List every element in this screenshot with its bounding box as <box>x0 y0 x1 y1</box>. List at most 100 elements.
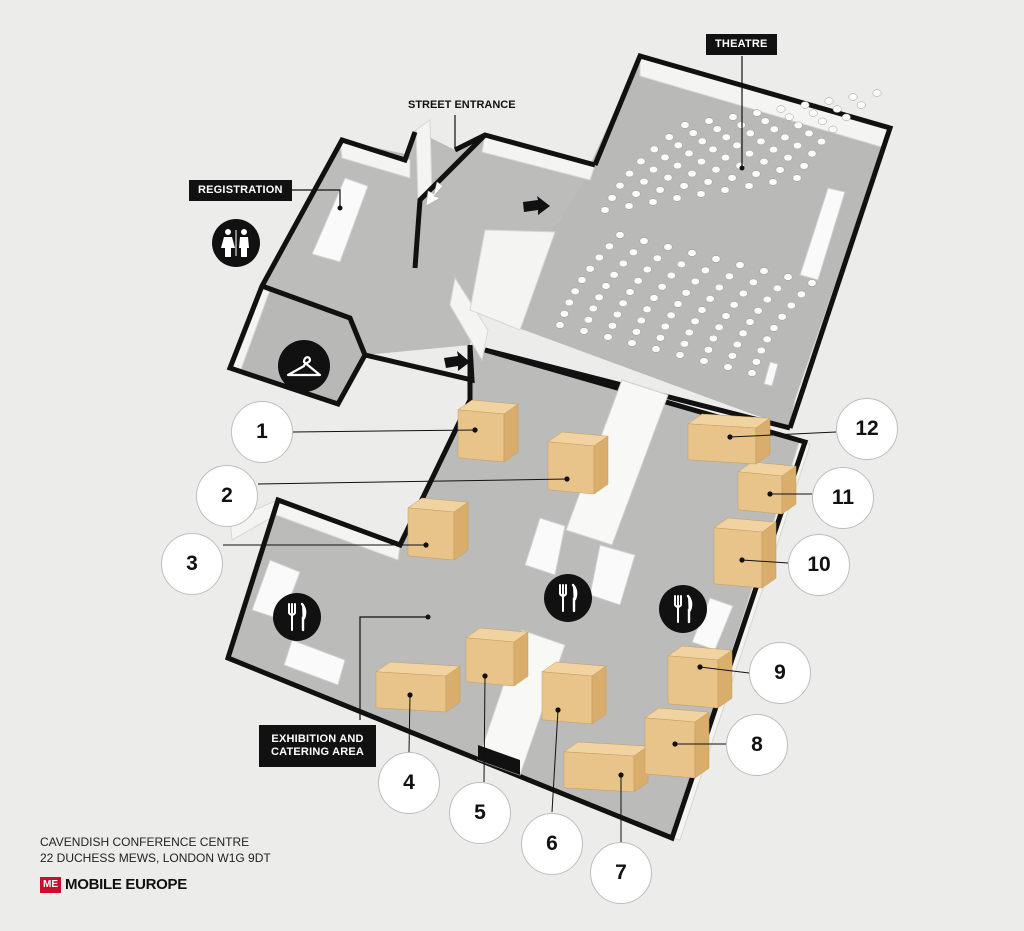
theatre-seat <box>699 357 709 365</box>
theatre-seat <box>793 121 803 129</box>
stand-marker-12[interactable]: 12 <box>836 398 898 460</box>
brand-logo[interactable]: ME MOBILE EUROPE <box>40 876 187 893</box>
theatre-seat <box>824 97 834 105</box>
theatre-seat <box>784 113 794 121</box>
stand-marker-6[interactable]: 6 <box>521 813 583 875</box>
theatre-seat <box>664 133 674 141</box>
theatre-seat <box>583 316 593 324</box>
theatre-seat <box>832 105 842 113</box>
leader-dot-1 <box>472 427 478 433</box>
theatre-seat <box>728 113 738 121</box>
theatre-seat <box>697 157 706 166</box>
brand-mark: ME <box>40 876 61 893</box>
theatre-seat <box>676 260 686 268</box>
theatre-seat <box>769 145 778 154</box>
theatre-seat <box>808 109 818 117</box>
theatre-seat <box>594 253 604 262</box>
theatre-seat <box>723 363 733 371</box>
theatre-stage <box>799 187 846 281</box>
toilets-icon <box>212 219 260 267</box>
stand-marker-11[interactable]: 11 <box>812 467 874 529</box>
leader-dot-7 <box>618 772 624 778</box>
theatre-seat <box>604 242 614 250</box>
leader-dot-5 <box>482 673 488 679</box>
theatre-seat <box>735 261 745 269</box>
theatre-label: THEATRE <box>706 34 777 55</box>
theatre-seat <box>828 125 838 134</box>
theatre-seat <box>555 321 565 329</box>
theatre-seat <box>642 305 652 313</box>
stand-marker-1[interactable]: 1 <box>231 401 293 463</box>
exhibition-label: EXHIBITION AND CATERING AREA <box>259 725 377 767</box>
leader-dot-6 <box>555 707 561 713</box>
registration-pointer <box>282 189 341 208</box>
theatre-seat <box>817 137 826 146</box>
leader-dot-10 <box>739 557 745 563</box>
theatre-seat <box>600 206 610 214</box>
stand-marker-5[interactable]: 5 <box>449 782 511 844</box>
theatre-seat <box>759 267 769 275</box>
theatre-lectern <box>763 361 779 387</box>
stand-marker-10[interactable]: 10 <box>788 534 850 596</box>
theatre-seat <box>729 301 739 309</box>
theatre-seat <box>673 161 682 170</box>
theatre-seat <box>751 358 761 366</box>
theatre-seat <box>762 295 772 304</box>
theatre-seat <box>612 310 622 319</box>
theatre-seat <box>769 324 779 332</box>
theatre-seat <box>783 273 793 281</box>
stand-marker-4[interactable]: 4 <box>378 752 440 814</box>
theatre-seat <box>777 313 787 321</box>
exhibition-stand-11 <box>781 465 797 515</box>
theatre-seat <box>609 271 619 279</box>
theatre-seat <box>748 278 758 286</box>
theatre-seat <box>848 93 858 101</box>
theatre-seat <box>721 133 731 141</box>
theatre-seat <box>700 266 710 274</box>
exhibition-stand-6 <box>591 665 607 725</box>
stand-marker-7[interactable]: 7 <box>590 842 652 904</box>
theatre-seat <box>711 166 721 174</box>
theatre-seat <box>681 289 691 297</box>
venue-name: CAVENDISH CONFERENCE CENTRE <box>40 835 250 849</box>
theatre-seat <box>655 334 665 342</box>
theatre-seat <box>660 153 670 162</box>
theatre-seat <box>684 328 694 337</box>
theatre-seat <box>744 182 754 190</box>
exhibition-stand-10 <box>713 527 763 589</box>
theatre-seat <box>579 327 589 335</box>
stand-marker-2[interactable]: 2 <box>196 465 258 527</box>
stand-marker-3[interactable]: 3 <box>161 533 223 595</box>
stand-marker-9[interactable]: 9 <box>749 642 811 704</box>
venue-street: 22 DUCHESS MEWS, LONDON W1G 9DT <box>40 851 271 865</box>
theatre-seat <box>721 312 731 320</box>
theatre-seat <box>872 89 882 97</box>
theatre-seat <box>732 340 742 349</box>
theatre-seat <box>792 174 802 182</box>
theatre-seat <box>697 137 707 145</box>
theatre-seat <box>594 293 604 301</box>
theatre-seat <box>577 276 587 284</box>
theatre-seat <box>807 279 817 287</box>
arrow-down-icon <box>425 181 444 207</box>
theatre-seat <box>780 133 790 142</box>
theatre-seat <box>687 170 697 178</box>
theatre-seat <box>673 141 683 149</box>
theatre-seat <box>633 277 643 285</box>
exhibition-stand-3 <box>407 507 455 561</box>
leader-dot-9 <box>697 664 703 670</box>
theatre-seat <box>762 335 772 343</box>
theatre-seat <box>651 345 661 353</box>
theatre-seat <box>648 198 658 206</box>
theatre-seat <box>564 298 574 307</box>
leader-dot-12 <box>727 434 733 440</box>
counter-base <box>478 745 520 775</box>
theatre-seat <box>642 265 652 274</box>
leader-line-12 <box>729 431 837 438</box>
exhibition-stand-4 <box>445 665 461 713</box>
theatre-seat <box>796 290 806 298</box>
stand-marker-8[interactable]: 8 <box>726 714 788 776</box>
theatre-seat <box>636 316 646 325</box>
exhibition-pointer <box>359 616 428 720</box>
leader-line-5 <box>483 675 486 783</box>
